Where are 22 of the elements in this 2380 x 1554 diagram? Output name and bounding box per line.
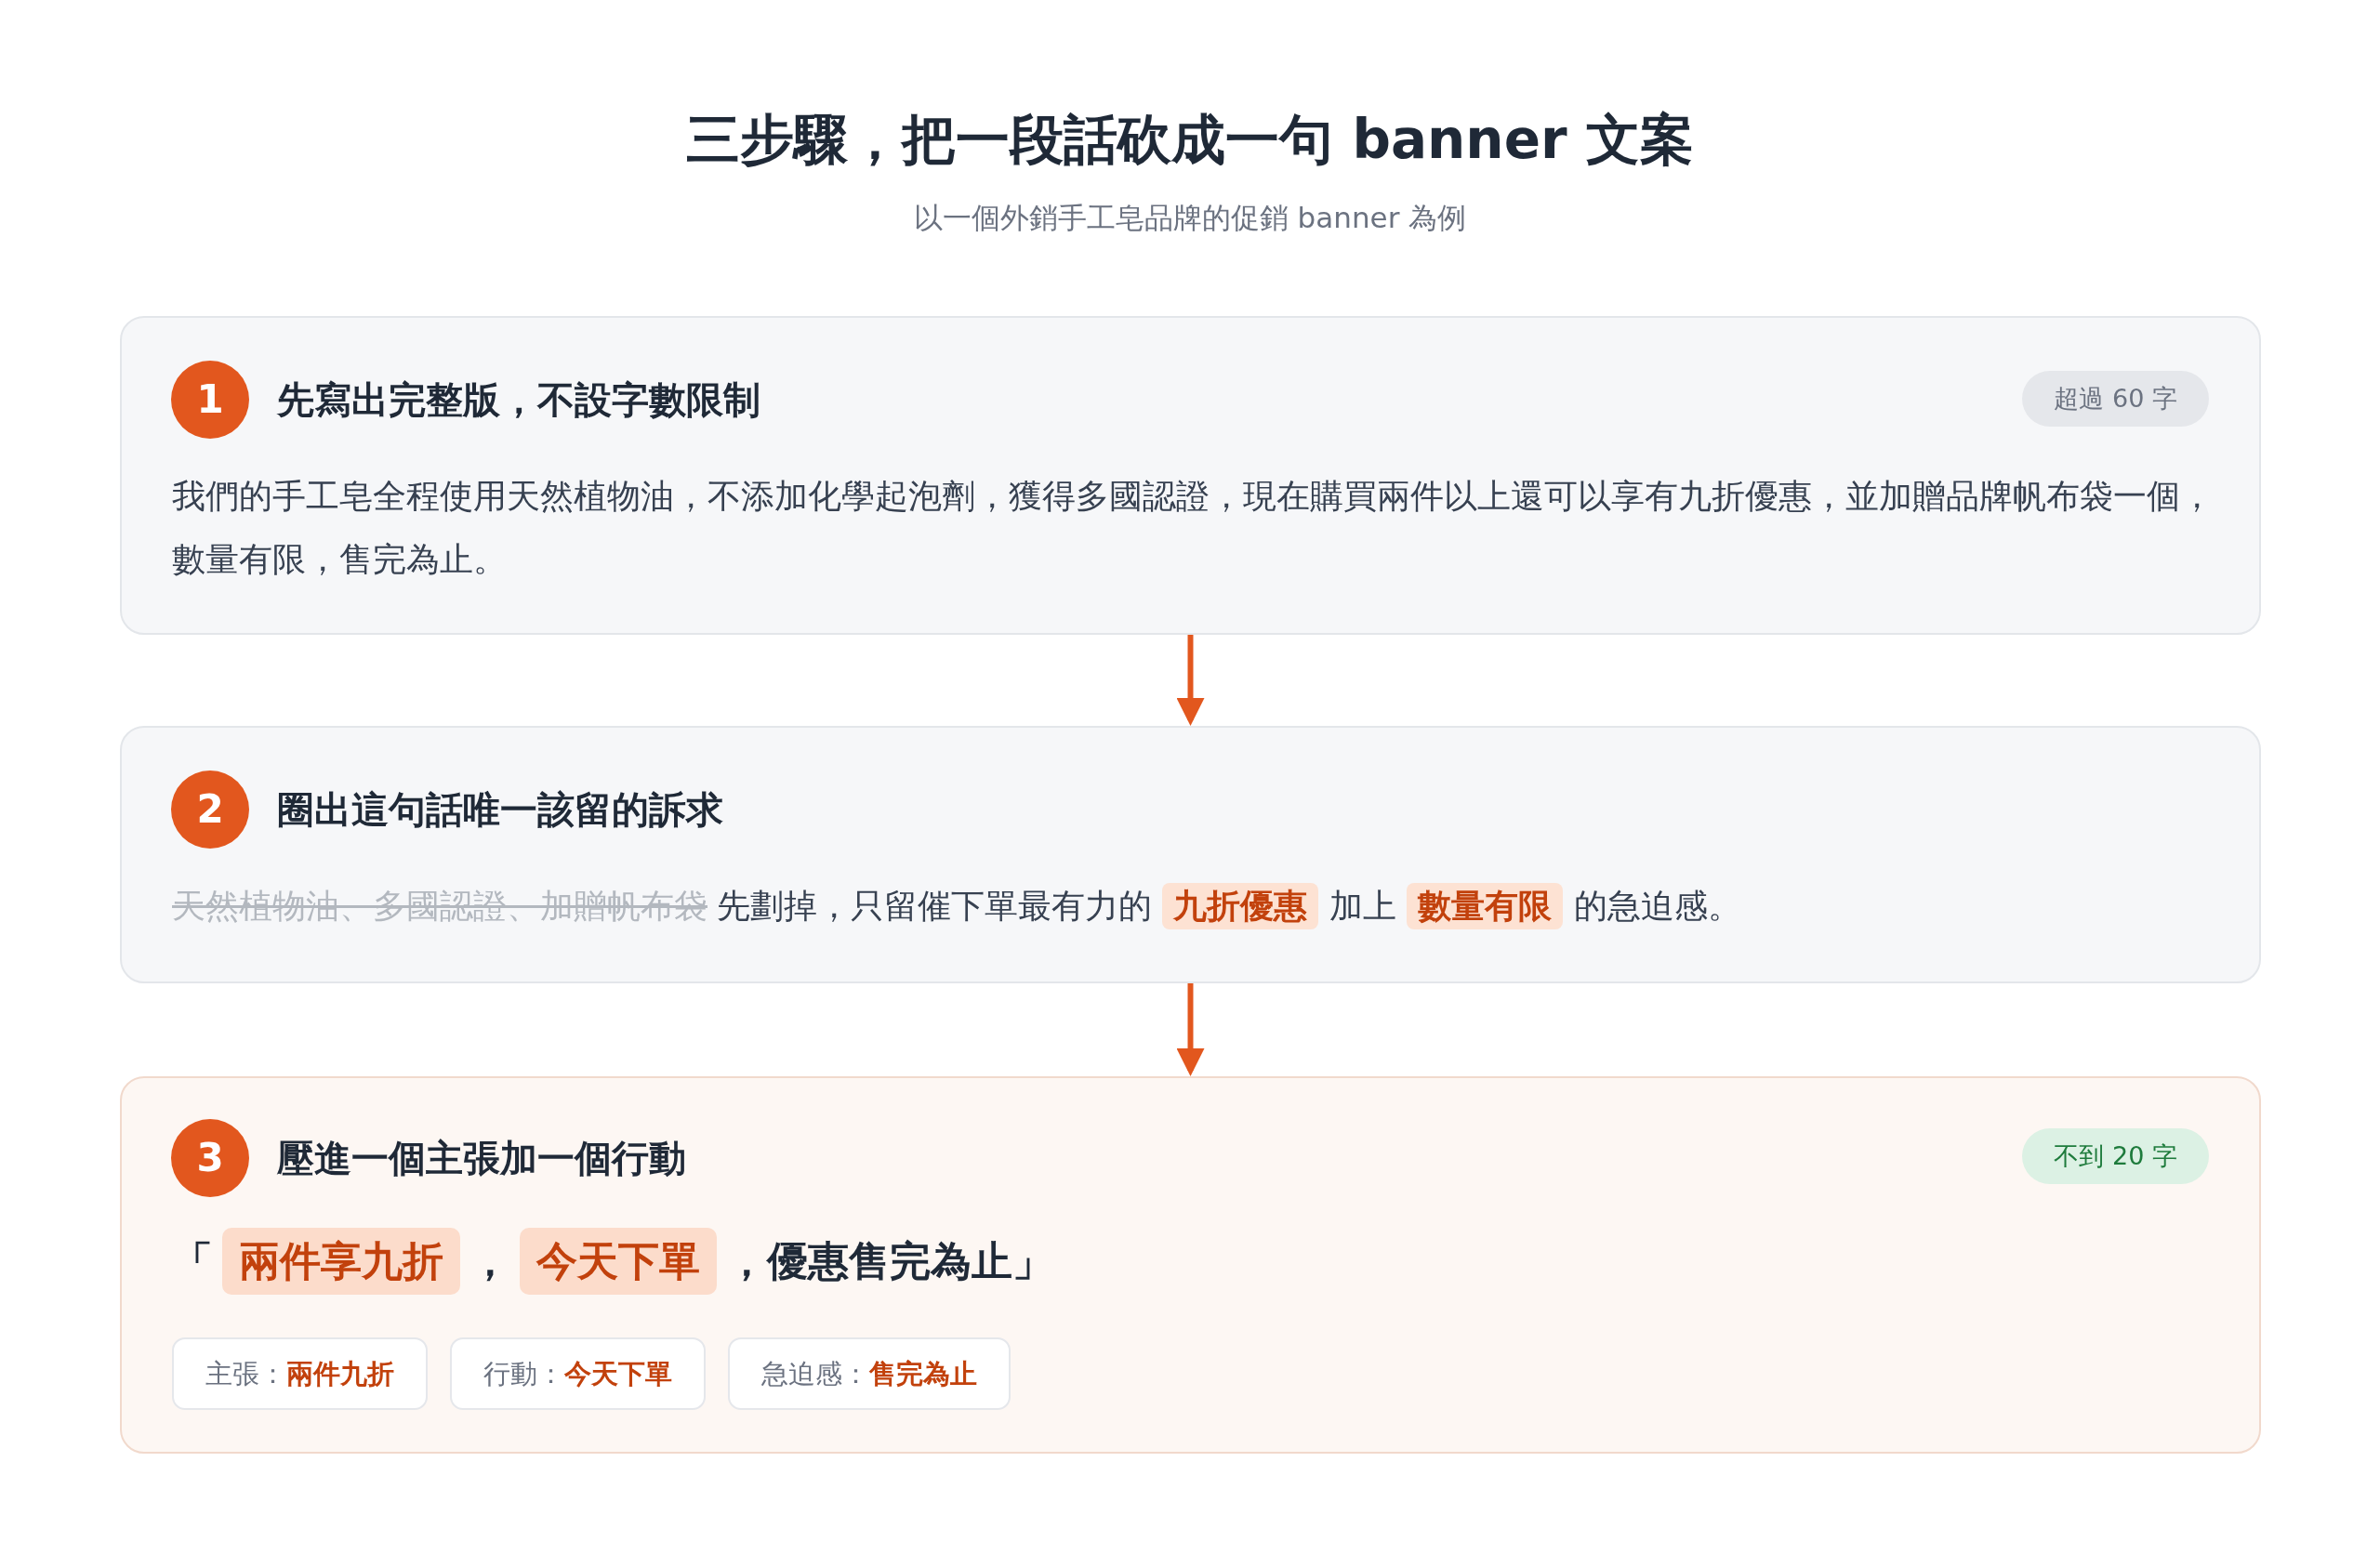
- step-card: [120, 1076, 2261, 1454]
- word-count-tag: 不到 20 字: [2022, 1128, 2209, 1184]
- step-card: [120, 316, 2261, 635]
- summary-tag: 行動：今天下單: [450, 1337, 706, 1410]
- word-count-tag: 超過 60 字: [2022, 371, 2209, 427]
- step-heading: 先寫出完整版，不設字數限制: [277, 377, 760, 423]
- step-text: 先劃掉，只留催下單最有力的 九折優惠 加上 數量有限 的急迫感。: [717, 875, 1741, 938]
- number-circle: 3: [171, 1119, 249, 1197]
- arrow: [1176, 983, 1205, 1076]
- step-heading: 壓進一個主張加一個行動: [277, 1136, 686, 1181]
- subtitle: 以一個外銷手工皂品牌的促銷 banner 為例: [913, 200, 1467, 236]
- summary-tag: 主張：兩件九折: [172, 1337, 428, 1410]
- banner-quote: 「兩件享九折，今天下單，優惠售完為止」: [172, 1224, 1053, 1298]
- step-heading: 圈出這句話唯一該留的訴求: [277, 787, 723, 833]
- title: 三步驟，把一段話砍成一句 banner 文案: [686, 107, 1694, 173]
- number-circle: 1: [171, 361, 249, 439]
- arrow: [1176, 635, 1205, 726]
- step-text: 我們的手工皂全程使用天然植物油，不添加化學起泡劑，獲得多國認證，現在購買兩件以上還可以享有九折優惠，並加贈品牌帆布袋一個，數量有限，售完為止。: [172, 476, 2215, 580]
- step-card: [120, 726, 2261, 983]
- summary-tag: 急迫感：售完為止: [728, 1337, 1011, 1410]
- struck-text: 天然植物油、多國認證、加贈帆布袋: [172, 886, 707, 927]
- number-circle: 2: [171, 770, 249, 849]
